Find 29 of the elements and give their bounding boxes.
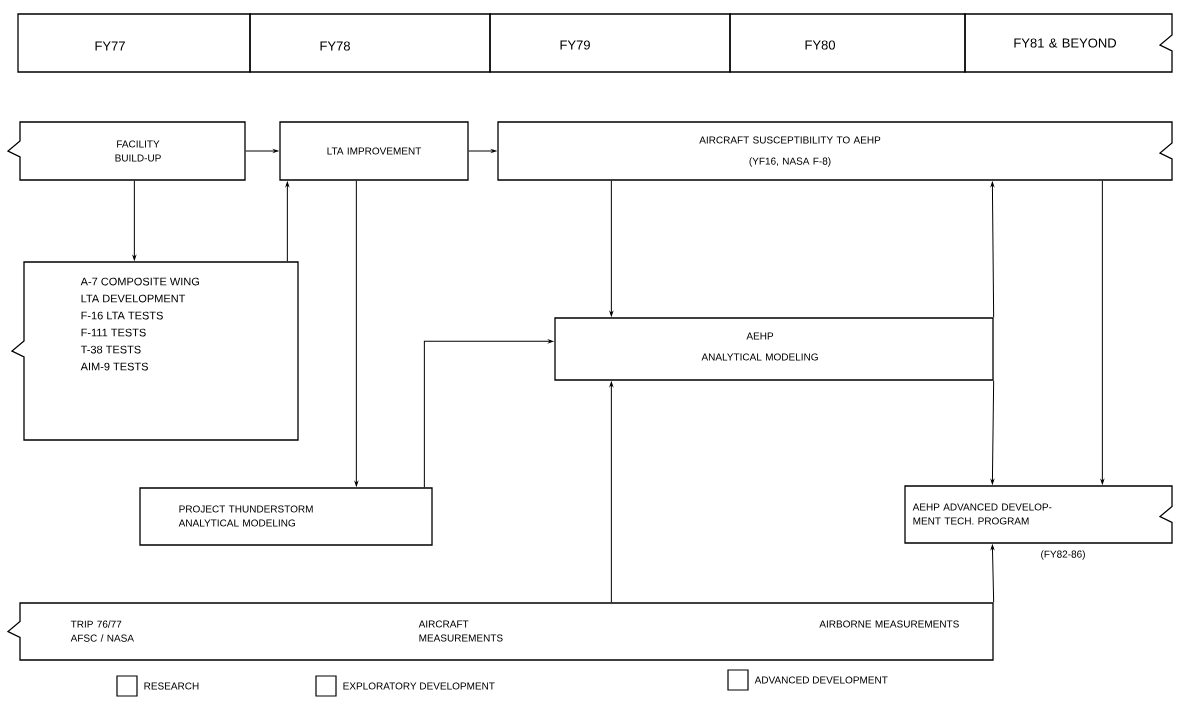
arrow [609,381,613,603]
arrow [1100,180,1104,485]
year-cell: FY80 [729,13,966,73]
arrow [423,339,554,488]
legend-text: EXPLORATORY DEVELOPMENT [343,682,495,690]
year-cell: FY81 & BEYOND [964,13,1173,73]
note-text: (FY82-86) [1041,550,1085,560]
program-band: AIRCRAFT SUSCEPTIBILITY TO AEHP (YF16, NASA F-8) [497,121,1173,181]
year-cell: FY79 [489,13,731,73]
process-box: LTA IMPROVEMENT [279,121,469,181]
arrow [245,149,279,153]
process-box: PROJECT THUNDERSTORM ANALYTICAL MODELING [139,487,433,546]
arrow [990,181,995,318]
arrow [132,180,136,261]
year-cell: FY77 [17,13,251,73]
arrow [354,180,358,487]
arrow [990,380,995,485]
program-band: TRIP 76/77 AFSC / NASA AIRCRAFT MEASUREMENTS AIRBORNE MEASUREMENTS [6,602,994,661]
process-box: AEHP ANALYTICAL MODELING [554,317,994,381]
legend-text: ADVANCED DEVELOPMENT [754,676,888,684]
process-box: FACILITY BUILD-UP [6,121,246,181]
arrow [609,180,613,317]
arrow [990,544,995,603]
program-box: A-7 COMPOSITE WING LTA DEVELOPMENT F-16 LTA TESTS F-111 TESTS T-38 TESTS AIM-9 TESTS [10,261,299,441]
legend-text: RESEARCH [144,682,199,690]
arrow [285,181,289,262]
process-box: AEHP ADVANCED DEVELOP- MENT TECH. PROGRAM [904,485,1173,544]
arrow [468,149,497,153]
year-cell: FY78 [249,13,491,73]
